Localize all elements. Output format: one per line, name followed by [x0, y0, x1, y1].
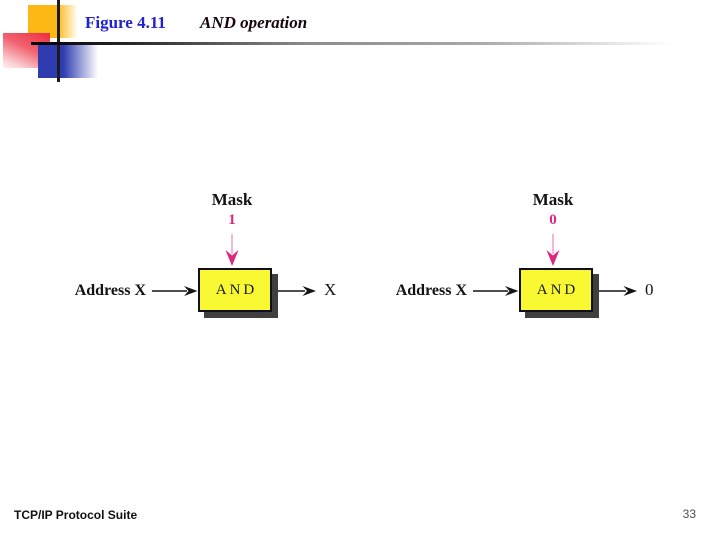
input-arrow-head: [184, 286, 198, 296]
slide-page-number: 33: [682, 507, 696, 521]
output-value-label: X: [324, 280, 337, 299]
deco-blue-square: [38, 43, 98, 78]
input-arrow-head: [505, 286, 519, 296]
and-diagram-mask-0: Mask 0 AND Address X 0: [361, 188, 661, 322]
mask-label: Mask: [532, 190, 574, 209]
footer-book-title: TCP/IP Protocol Suite: [14, 508, 138, 522]
figure-caption: AND operation: [200, 13, 308, 32]
mask-down-arrow-head: [225, 250, 239, 266]
output-arrow-head: [302, 286, 316, 296]
output-arrow-head: [623, 286, 637, 296]
and-gate-box: AND: [198, 268, 272, 312]
figure-number-label: Figure 4.11: [85, 13, 166, 32]
arrow-layer: [152, 234, 316, 296]
input-address-label: Address X: [395, 282, 467, 299]
output-value-label: 0: [645, 280, 654, 299]
and-gate-label: AND: [215, 281, 258, 298]
input-address-label: Address X: [74, 282, 146, 299]
deco-vertical-line: [57, 0, 60, 82]
mask-bit: 0: [549, 212, 557, 228]
and-gate-box: AND: [519, 268, 593, 312]
and-diagram-mask-1: Mask 1 AND Address X X: [40, 188, 340, 322]
arrow-layer: [473, 234, 637, 296]
deco-gold-square: [28, 5, 78, 38]
mask-label: Mask: [211, 190, 253, 209]
and-gate-label: AND: [536, 281, 579, 298]
mask-bit: 1: [228, 212, 236, 228]
mask-down-arrow-head: [546, 250, 560, 266]
header-rule-line: [31, 42, 686, 45]
